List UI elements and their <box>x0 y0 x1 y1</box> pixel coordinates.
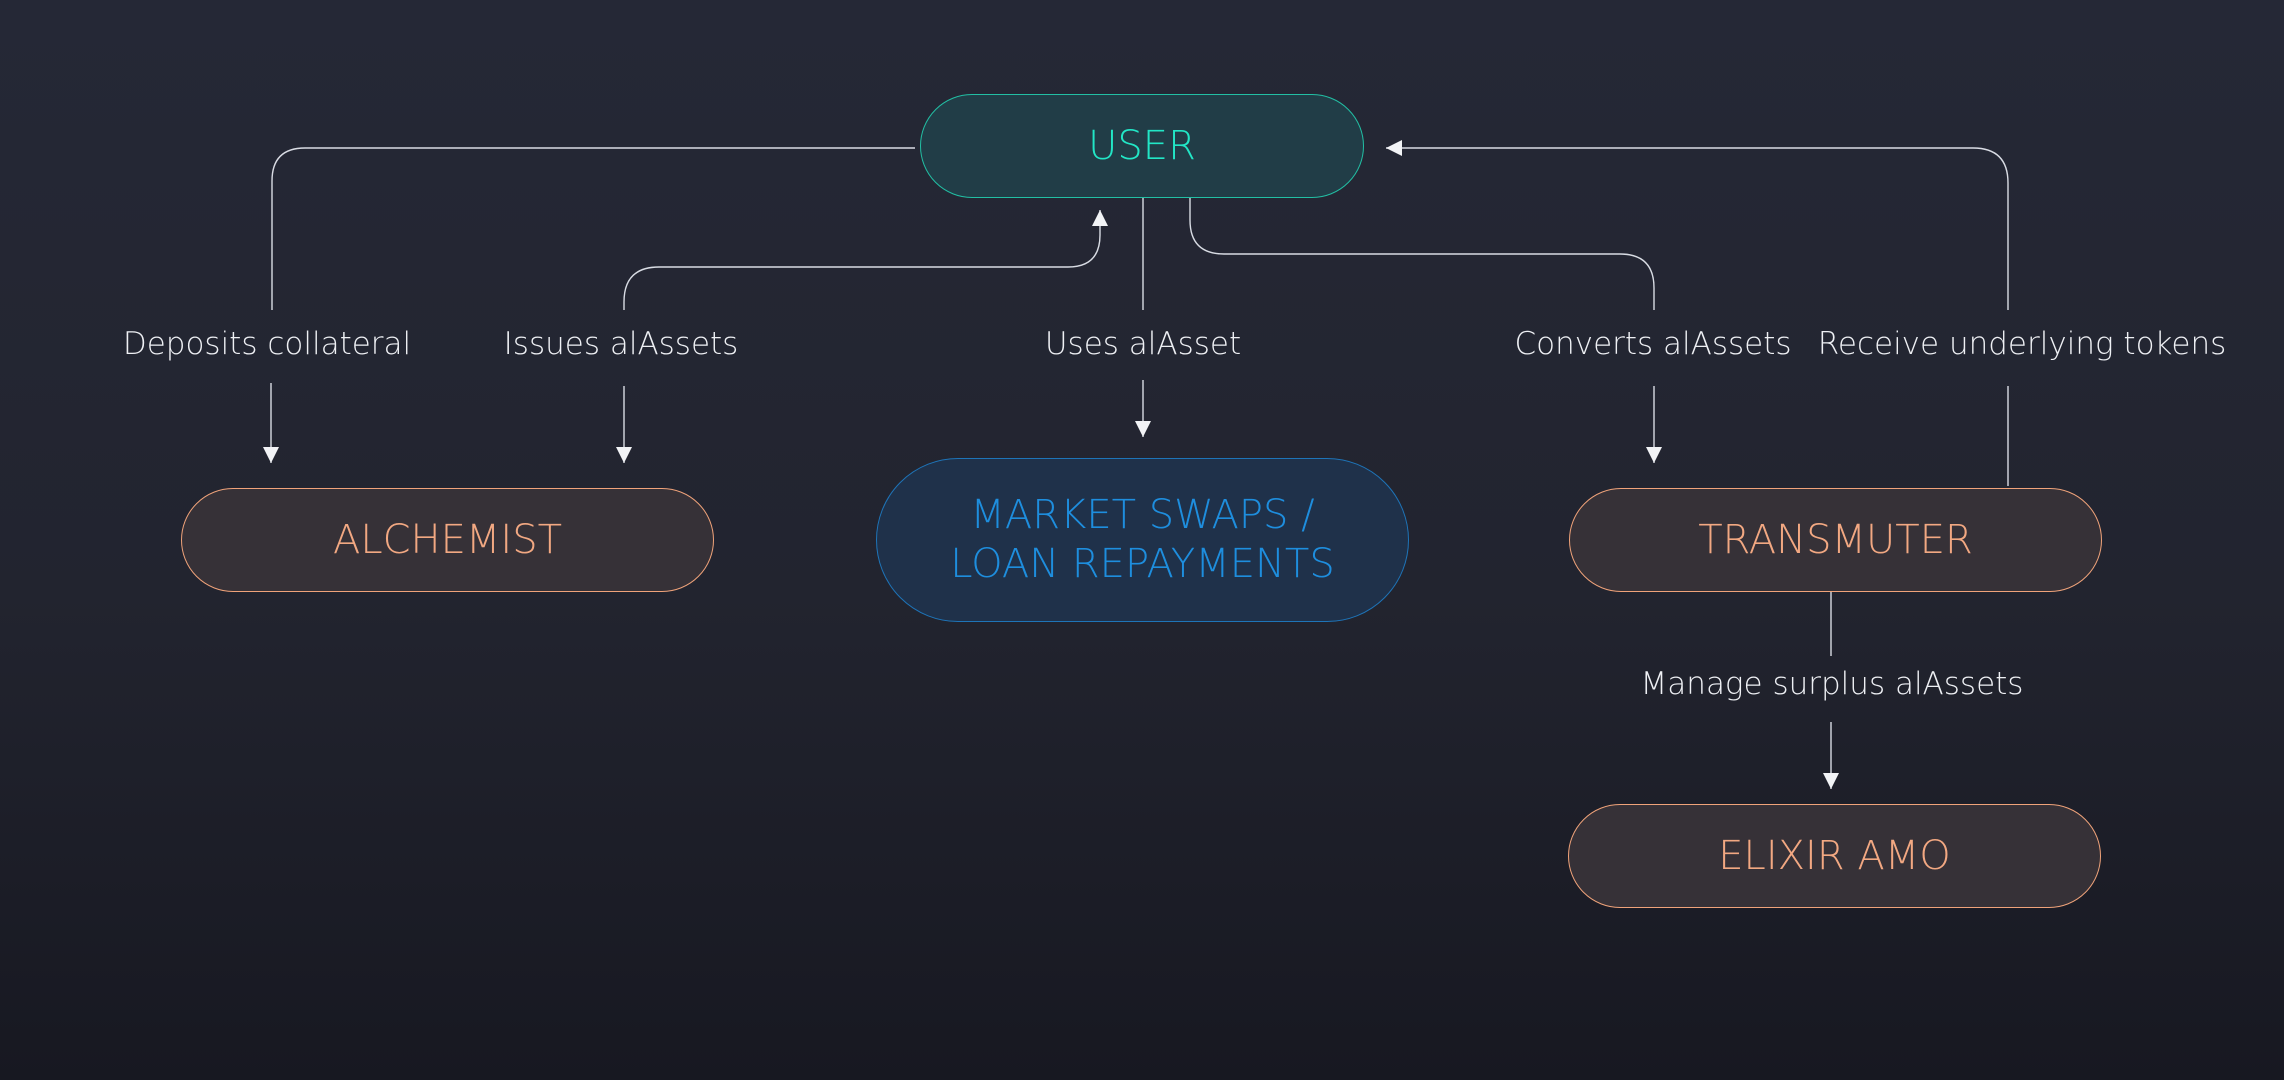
connector-user-to-deposits <box>271 147 915 310</box>
node-user: USER <box>920 94 1364 198</box>
node-transmuter: TRANSMUTER <box>1569 488 2102 592</box>
node-market-swaps: MARKET SWAPS / LOAN REPAYMENTS <box>876 458 1409 622</box>
node-transmuter-label: TRANSMUTER <box>1698 516 1973 563</box>
node-market-label-line1: MARKET SWAPS / <box>970 492 1315 539</box>
edge-label-uses-alasset: Uses alAsset <box>1044 326 1242 362</box>
node-alchemist: ALCHEMIST <box>181 488 714 592</box>
connector-issues-to-user <box>623 210 1108 310</box>
edge-label-deposits-collateral: Deposits collateral <box>122 326 412 362</box>
node-elixir-amo-label: ELIXIR AMO <box>1718 832 1951 879</box>
node-market-label-line2: LOAN REPAYMENTS <box>950 541 1335 587</box>
edge-label-issues-alassets: Issues alAssets <box>503 326 739 362</box>
edge-label-manage-surplus-alassets: Manage surplus alAssets <box>1640 666 2024 702</box>
edge-label-receive-underlying-tokens: Receive underlying tokens <box>1817 326 2227 362</box>
node-user-label: USER <box>1088 122 1196 169</box>
connector-user-to-converts <box>1189 198 1655 310</box>
edge-label-converts-alassets: Converts alAssets <box>1514 326 1792 362</box>
node-alchemist-label: ALCHEMIST <box>332 516 563 563</box>
connector-receive-to-user <box>1386 140 2009 310</box>
node-elixir-amo: ELIXIR AMO <box>1568 804 2101 908</box>
